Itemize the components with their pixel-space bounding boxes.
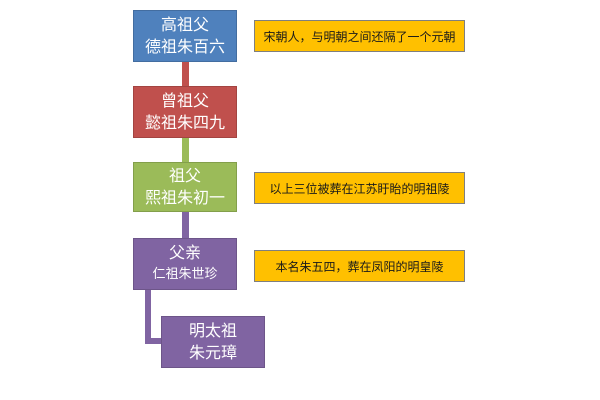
connector-2-3 — [182, 138, 189, 162]
node-title: 祖父 — [168, 166, 201, 185]
node-title: 高祖父 — [160, 15, 209, 34]
node-name: 熙祖朱初一 — [144, 188, 225, 207]
node-father: 父亲 仁祖朱世珍 — [133, 238, 237, 290]
node-name: 德祖朱百六 — [144, 37, 225, 56]
node-great-grandfather: 曾祖父 懿祖朱四九 — [133, 86, 237, 138]
note-text: 以上三位被葬在江苏盱眙的明祖陵 — [269, 181, 450, 196]
note-song-dynasty: 宋朝人，与明朝之间还隔了一个元朝 — [254, 20, 465, 52]
note-text: 本名朱五四，葬在凤阳的明皇陵 — [275, 259, 444, 274]
connector-4-5-horizontal — [145, 338, 163, 344]
node-emperor: 明太祖 朱元璋 — [161, 316, 265, 368]
node-name: 朱元璋 — [188, 343, 237, 362]
note-ming-ancestral-tomb: 以上三位被葬在江苏盱眙的明祖陵 — [254, 172, 465, 204]
node-title: 曾祖父 — [160, 91, 209, 110]
node-name: 仁祖朱世珍 — [152, 267, 218, 282]
node-name: 懿祖朱四九 — [144, 113, 225, 132]
note-ming-imperial-tomb: 本名朱五四，葬在凤阳的明皇陵 — [254, 250, 465, 282]
connector-4-5-vertical — [145, 290, 151, 344]
note-text: 宋朝人，与明朝之间还隔了一个元朝 — [263, 29, 456, 44]
node-great-great-grandfather: 高祖父 德祖朱百六 — [133, 10, 237, 62]
node-title: 明太祖 — [188, 321, 237, 340]
connector-1-2 — [182, 62, 189, 86]
node-grandfather: 祖父 熙祖朱初一 — [133, 162, 237, 212]
node-title: 父亲 — [168, 243, 201, 262]
connector-3-4 — [182, 212, 189, 238]
